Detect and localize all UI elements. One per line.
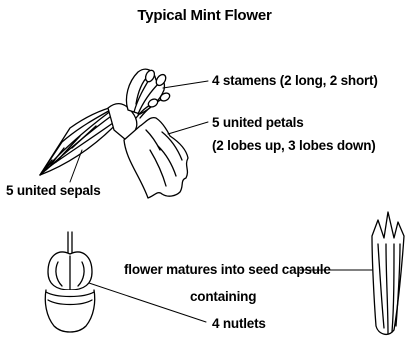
label-sepals: 5 united sepals xyxy=(6,184,101,198)
label-containing: containing xyxy=(190,290,256,304)
label-petal-lobes: (2 lobes up, 3 lobes down) xyxy=(212,139,376,153)
petals-drawing xyxy=(108,69,188,198)
nutlets-drawing xyxy=(45,232,94,332)
label-nutlets: 4 nutlets xyxy=(212,317,266,331)
seed-capsule-drawing xyxy=(372,212,404,334)
label-matures: flower matures into seed capsule xyxy=(124,263,331,277)
label-petals: 5 united petals xyxy=(212,116,304,130)
label-stamens: 4 stamens (2 long, 2 short) xyxy=(212,74,378,88)
